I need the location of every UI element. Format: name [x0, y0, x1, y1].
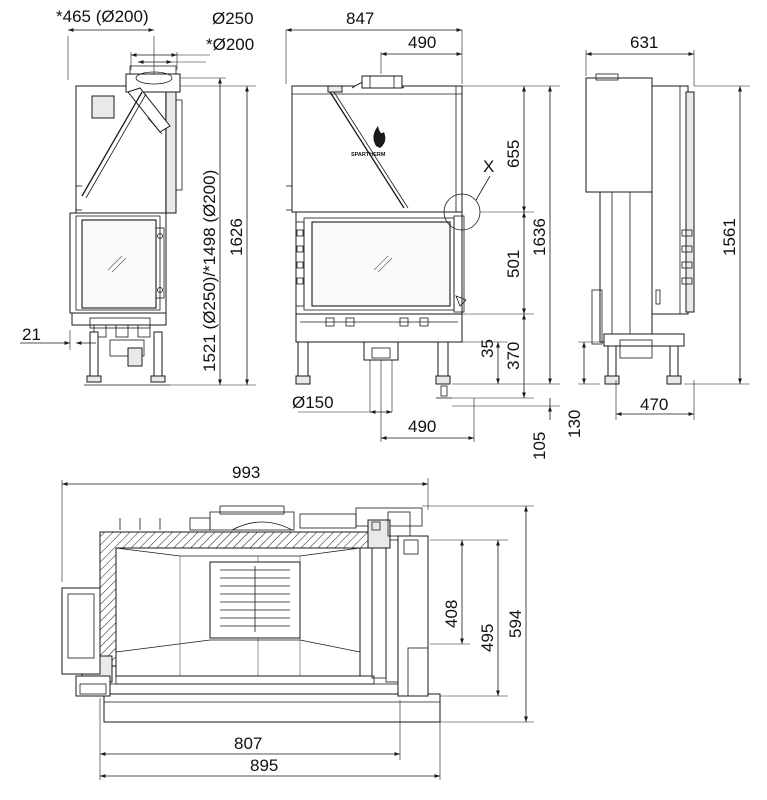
dim-250-label: Ø250: [212, 9, 254, 28]
dim-465-label: *465 (Ø200): [56, 7, 149, 26]
dim-807-label: 807: [234, 734, 262, 753]
plan-base-plate: [103, 693, 441, 723]
dim-1561-label: 1561: [720, 218, 739, 256]
dim-408-label: 408: [442, 600, 461, 628]
left-side-view: *465 (Ø200) Ø250 *Ø200 21 1626 1521 (Ø25…: [20, 7, 256, 386]
dim-1626-label: 1626: [227, 218, 246, 256]
dim-594-label: 594: [506, 610, 525, 638]
plan-view: 993 408 495 594 807 895: [61, 463, 534, 780]
flame-logo-icon: [373, 126, 386, 148]
glass-door: [81, 219, 157, 309]
dim-1521-label: 1521 (Ø250)/*1498 (Ø200): [200, 170, 219, 372]
detail-x-label: X: [483, 157, 494, 176]
front-glass-door: [311, 221, 451, 307]
air-inlet: [363, 341, 399, 361]
dim-490-bottom-label: 490: [408, 417, 436, 436]
right-side-view: 631 1561 470 130: [565, 33, 750, 438]
dim-35-label: 35: [478, 339, 497, 358]
front-view: SPARTHERM: [285, 9, 560, 460]
dim-130-label: 130: [565, 410, 584, 438]
dim-21-label: 21: [22, 325, 41, 344]
dim-470-label: 470: [640, 395, 668, 414]
rating-plate: [91, 95, 115, 119]
side-upper-body: [585, 77, 653, 193]
dim-895-label: 895: [250, 756, 278, 775]
dim-1636-label: 1636: [530, 218, 549, 256]
dim-105-label: 105: [530, 432, 549, 460]
dim-200-label: *Ø200: [206, 35, 254, 54]
front-upper-body: [291, 85, 463, 213]
dim-631-label: 631: [630, 33, 658, 52]
dim-655-label: 655: [504, 140, 523, 168]
flue-spigot: [125, 73, 181, 93]
dim-501-label: 501: [504, 250, 523, 278]
dim-150-label: Ø150: [292, 393, 334, 412]
dim-495-label: 495: [478, 624, 497, 652]
dim-847-label: 847: [346, 9, 374, 28]
dim-490-top-label: 490: [408, 33, 436, 52]
dim-370-label: 370: [504, 342, 523, 370]
brand-logo: SPARTHERM: [351, 152, 386, 158]
dim-993-label: 993: [232, 463, 260, 482]
